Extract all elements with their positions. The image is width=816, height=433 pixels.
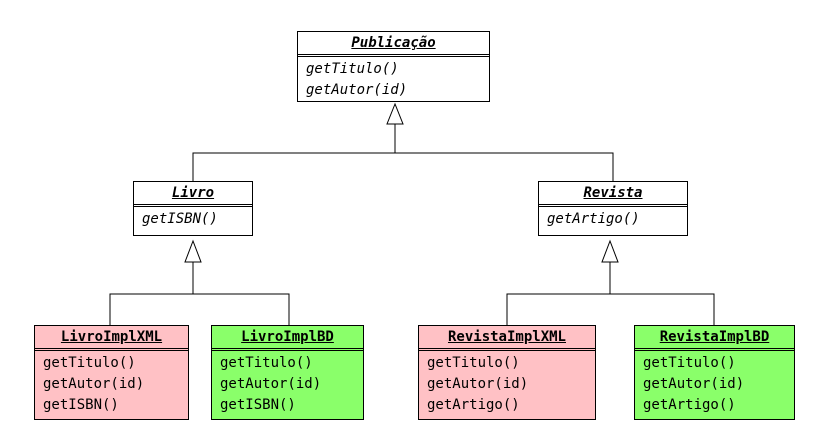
class-name: LivroImplXML bbox=[35, 326, 188, 351]
method: getTitulo() bbox=[306, 61, 399, 77]
method: getISBN() bbox=[220, 397, 296, 413]
method: getAutor(id) bbox=[427, 376, 529, 392]
class-name: RevistaImplBD bbox=[635, 326, 794, 351]
class-revistaimplbd: RevistaImplBD getTitulo() getAutor(id) g… bbox=[634, 325, 795, 420]
method: getArtigo() bbox=[547, 211, 640, 227]
class-livroimplbd: LivroImplBD getTitulo() getAutor(id) get… bbox=[211, 325, 364, 420]
class-name: RevistaImplXML bbox=[419, 326, 595, 351]
class-livroimplxml: LivroImplXML getTitulo() getAutor(id) ge… bbox=[34, 325, 189, 420]
class-publicacao: Publicação getTitulo() getAutor(id) bbox=[297, 31, 490, 102]
generalization-arrowhead bbox=[386, 102, 404, 125]
method: getISBN() bbox=[142, 211, 218, 227]
generalization-arrowhead bbox=[601, 239, 619, 263]
method: getTitulo() bbox=[427, 355, 520, 371]
generalization-arrowhead bbox=[184, 239, 202, 263]
method: getAutor(id) bbox=[306, 82, 408, 98]
method: getAutor(id) bbox=[643, 376, 745, 392]
inheritance-publicacao bbox=[192, 102, 614, 181]
method: getTitulo() bbox=[43, 355, 136, 371]
class-name: Revista bbox=[539, 182, 687, 207]
method: getTitulo() bbox=[220, 355, 313, 371]
inheritance-revista bbox=[506, 239, 715, 325]
class-revista: Revista getArtigo() bbox=[538, 181, 688, 236]
class-name: Livro bbox=[134, 182, 252, 207]
class-name: Publicação bbox=[298, 32, 489, 57]
method: getArtigo() bbox=[643, 397, 736, 413]
class-revistaimplxml: RevistaImplXML getTitulo() getAutor(id) … bbox=[418, 325, 596, 420]
class-livro: Livro getISBN() bbox=[133, 181, 253, 236]
method: getAutor(id) bbox=[220, 376, 322, 392]
class-name: LivroImplBD bbox=[212, 326, 363, 351]
inheritance-livro bbox=[109, 239, 290, 325]
method: getAutor(id) bbox=[43, 376, 145, 392]
method: getTitulo() bbox=[643, 355, 736, 371]
method: getISBN() bbox=[43, 397, 119, 413]
method: getArtigo() bbox=[427, 397, 520, 413]
